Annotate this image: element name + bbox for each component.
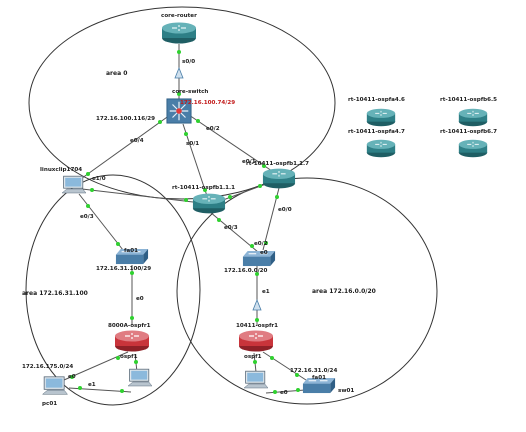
iso-router-3-label: rt-10411-ospfb6.5 (440, 97, 497, 103)
core-switch-ip-label: 172.16.100.74/29 (180, 100, 235, 106)
iface-label: e0/1 (242, 159, 256, 165)
right-lan-ip-label: 172.16.31.0/24 (290, 368, 337, 374)
iface-label: e0 (280, 390, 288, 396)
left-switch-ip-label: 172.16.31.100/29 (96, 266, 151, 272)
area-0-label: area 0 (106, 70, 127, 77)
iso-router-4-label: rt-10411-ospfb6.7 (440, 129, 497, 135)
router-icon[interactable] (366, 139, 396, 158)
left-pc2-label: pc01 (42, 401, 57, 407)
router-icon[interactable] (262, 168, 296, 189)
right-switch-icon[interactable] (242, 250, 276, 267)
core-switch-label: core-switch (172, 89, 208, 95)
iface-label: e0/2 (206, 126, 220, 132)
link-left-pc-center-router (81, 188, 194, 203)
iso-router-2-label: rt-10411-ospfa4.7 (348, 129, 405, 135)
area-right-boundary (176, 177, 438, 405)
iface-label: e0 (260, 250, 268, 256)
link-core-switch-left-pc (77, 114, 171, 182)
area-left-boundary (25, 174, 201, 406)
link-core-switch-right-router (188, 114, 273, 172)
center-router-label: rt-10411-ospfb1.1.1 (172, 185, 235, 191)
core-switch-left-ip-label: 172.16.100.116/29 (96, 116, 155, 122)
left-pc-icon[interactable] (62, 175, 86, 194)
link-right-red-sw2 (262, 351, 307, 381)
pc-icon[interactable] (128, 368, 152, 387)
link-core-switch-center-router (182, 123, 209, 200)
router-icon[interactable] (458, 139, 488, 158)
router-icon[interactable] (161, 22, 197, 44)
iface-label: e0/0 (278, 207, 292, 213)
iface-label: e0/4 (130, 138, 144, 144)
iface-label: s0/1 (186, 141, 199, 147)
left-lan-ip-label: 172.16.175.0/24 (22, 364, 73, 370)
iface-label: e0 (136, 296, 144, 302)
iface-label: e0/2 (254, 241, 268, 247)
link-left-pc-left-switch (78, 193, 124, 251)
iface-label: s0/0 (182, 59, 195, 65)
right-red-dev-label: ospf1 (244, 354, 262, 360)
iface-label: e1 (262, 289, 270, 295)
left-pc-label: linuxclip1704 (40, 167, 82, 173)
area-right-label: area 172.16.0.0/20 (312, 288, 376, 295)
right-sw2-label: sw01 (338, 388, 354, 394)
left-red-router-label: 8000A-ospfr1 (108, 323, 151, 329)
area-0-boundary (28, 6, 336, 200)
iface-label: e0/3 (80, 214, 94, 220)
pc-icon[interactable] (244, 370, 268, 389)
wireless-marker-icon (174, 66, 184, 79)
link-markers (174, 66, 262, 311)
iface-label: fa01 (312, 375, 326, 381)
router-icon[interactable] (192, 193, 226, 214)
iface-label: e1/0 (92, 176, 106, 182)
red-router-icon[interactable] (238, 330, 274, 352)
iface-label: fa01 (124, 248, 138, 254)
red-router-icon[interactable] (114, 330, 150, 352)
wireless-marker-icon (252, 298, 262, 311)
area-left-label: area 172.16.31.100 (22, 290, 88, 297)
iface-label: e1 (88, 382, 96, 388)
iface-label: e0/3 (224, 225, 238, 231)
right-router-label: rt-10411-ospfb1.1.7 (246, 161, 309, 167)
right-red-router-label: 10411-ospfr1 (236, 323, 278, 329)
left-red-dev-label: ospf1 (120, 354, 138, 360)
pc-icon[interactable] (42, 376, 68, 395)
iso-router-1-label: rt-10411-ospfa4.6 (348, 97, 405, 103)
router-icon[interactable] (458, 108, 488, 127)
right-switch-ip-label: 172.16.0.0/20 (224, 268, 268, 274)
iface-label: e0 (68, 374, 76, 380)
core-router-label: core-router (161, 13, 197, 19)
router-icon[interactable] (366, 108, 396, 127)
link-endpoints (70, 50, 300, 394)
